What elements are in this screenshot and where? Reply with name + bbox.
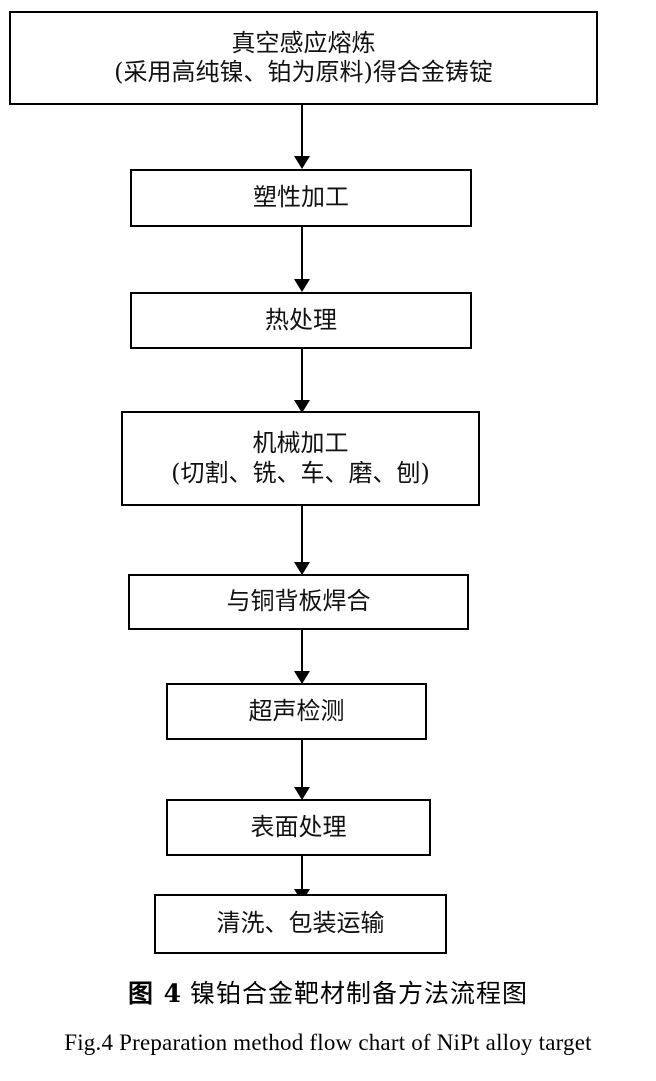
flow-node-line: 超声检测 <box>248 696 345 725</box>
flow-node-plastic-working[interactable]: 塑性加工 <box>130 169 472 227</box>
flow-node-machining[interactable]: 机械加工 (切割、铣、车、磨、刨) <box>121 411 480 506</box>
arrow-stem <box>301 506 303 562</box>
arrow-stem <box>301 856 303 889</box>
arrow-head-icon <box>294 562 310 575</box>
arrow-head-icon <box>294 156 310 169</box>
arrow-head-icon <box>294 279 310 292</box>
flow-node-line: 热处理 <box>265 305 337 334</box>
flow-node-ultrasonic-testing[interactable]: 超声检测 <box>166 683 427 740</box>
flow-arrow-4-to-5 <box>294 506 310 575</box>
flow-node-line: 真空感应熔炼 <box>231 28 376 57</box>
flow-arrow-3-to-4 <box>294 349 310 413</box>
flow-node-line: 表面处理 <box>250 812 347 841</box>
figure-number-chinese: 图 4 <box>127 979 183 1008</box>
flow-arrow-5-to-6 <box>294 630 310 684</box>
arrow-stem <box>301 227 303 279</box>
arrow-stem <box>301 630 303 671</box>
arrow-stem <box>301 105 303 156</box>
arrow-head-icon <box>294 787 310 800</box>
flow-node-line: 塑性加工 <box>253 183 349 212</box>
arrow-stem <box>301 740 303 787</box>
flow-node-line: (采用高纯镍、铂为原料)得合金铸锭 <box>114 58 493 86</box>
flow-node-surface-treatment[interactable]: 表面处理 <box>166 799 431 856</box>
figure-caption-chinese-text: 镍铂合金靶材制备方法流程图 <box>190 979 529 1008</box>
arrow-stem <box>301 349 303 400</box>
figure-caption-english: Fig.4 Preparation method flow chart of N… <box>64 1030 592 1055</box>
flow-node-line: 清洗、包装运输 <box>216 909 385 938</box>
flow-node-line: (切割、铣、车、磨、刨) <box>171 458 430 487</box>
flow-arrow-2-to-3 <box>294 227 310 292</box>
flow-node-heat-treatment[interactable]: 热处理 <box>130 292 472 349</box>
flow-arrow-1-to-2 <box>294 105 310 169</box>
flow-node-vacuum-induction-melting[interactable]: 真空感应熔炼 (采用高纯镍、铂为原料)得合金铸锭 <box>9 11 598 105</box>
flow-arrow-6-to-7 <box>294 740 310 800</box>
arrow-head-icon <box>294 400 310 413</box>
flow-node-line: 机械加工 <box>252 429 349 458</box>
flow-node-bonding-to-copper-backing-plate[interactable]: 与铜背板焊合 <box>128 574 469 630</box>
flow-node-line: 与铜背板焊合 <box>226 587 371 616</box>
flow-node-cleaning-packaging-transport[interactable]: 清洗、包装运输 <box>154 894 447 954</box>
arrow-head-icon <box>294 671 310 684</box>
